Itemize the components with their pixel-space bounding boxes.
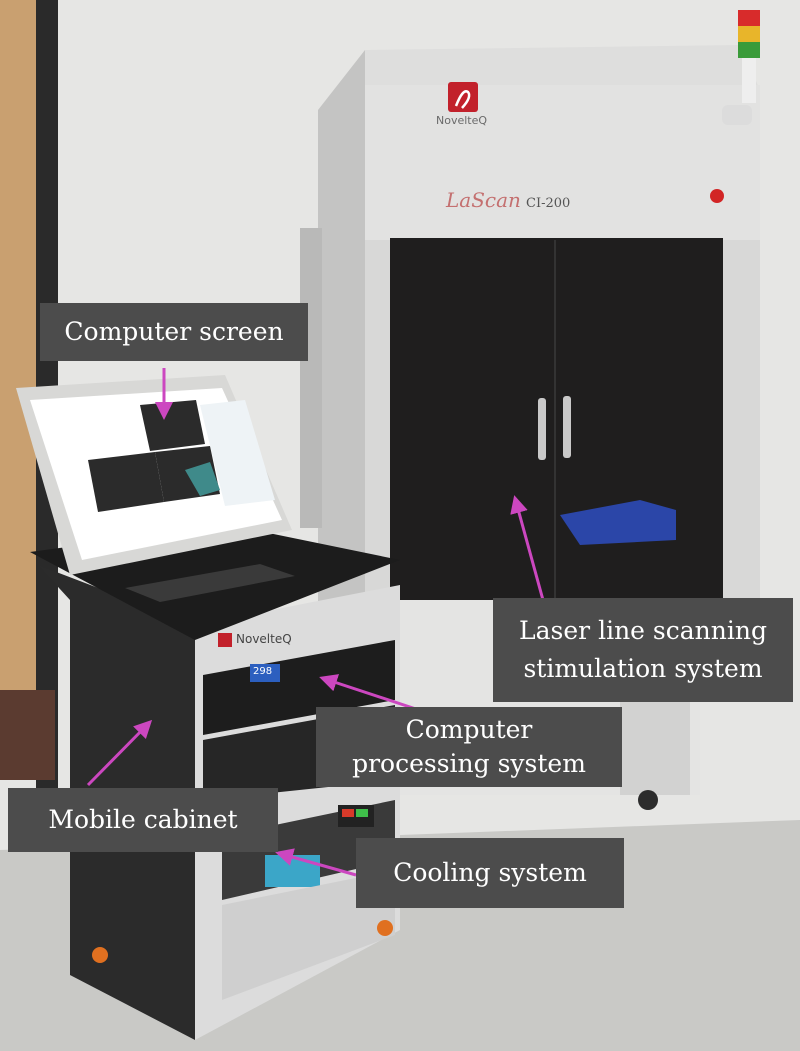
label-processing-system-line1: Computer — [405, 715, 533, 744]
temperature-readout: 298 — [253, 666, 273, 677]
keyboard — [125, 564, 295, 602]
glass-door — [390, 238, 723, 600]
label-mobile-cabinet-text: Mobile cabinet — [48, 805, 238, 834]
label-laser-system-line1: Laser line scanning — [519, 616, 767, 645]
label-computer-screen-text: Computer screen — [64, 317, 284, 346]
arrow-laser-system — [510, 495, 545, 601]
label-cooling-system-text: Cooling system — [393, 858, 587, 887]
cooling-display — [265, 855, 320, 887]
door-handle-left — [538, 398, 546, 460]
label-laser-system: Laser line scanning stimulation system — [493, 598, 793, 702]
label-laser-system-line2: stimulation system — [523, 654, 763, 683]
machine-model-script: LaScan — [446, 188, 521, 212]
label-processing-system: Computer processing system — [316, 707, 622, 787]
arrow-cooling-system — [275, 848, 357, 877]
arrow-mobile-cabinet — [86, 719, 153, 787]
annotation-arrows — [86, 368, 545, 877]
door-handle-right — [563, 396, 571, 458]
label-processing-system-line2: processing system — [352, 749, 586, 778]
label-cooling-system: Cooling system — [356, 838, 624, 908]
cabinet-brand-text: NovelteQ — [236, 632, 292, 646]
emergency-stop-button — [710, 189, 724, 203]
machine-model-label: LaScan CI-200 — [446, 188, 570, 212]
insulator-stack — [0, 690, 55, 780]
laptop — [16, 375, 292, 575]
machine-model-code: CI-200 — [526, 196, 571, 211]
arrow-processing-system — [319, 674, 426, 714]
temperature-display-panel — [250, 664, 280, 682]
label-mobile-cabinet: Mobile cabinet — [8, 788, 278, 852]
label-computer-screen: Computer screen — [40, 303, 308, 361]
machine-brand-text: NovelteQ — [436, 114, 488, 127]
